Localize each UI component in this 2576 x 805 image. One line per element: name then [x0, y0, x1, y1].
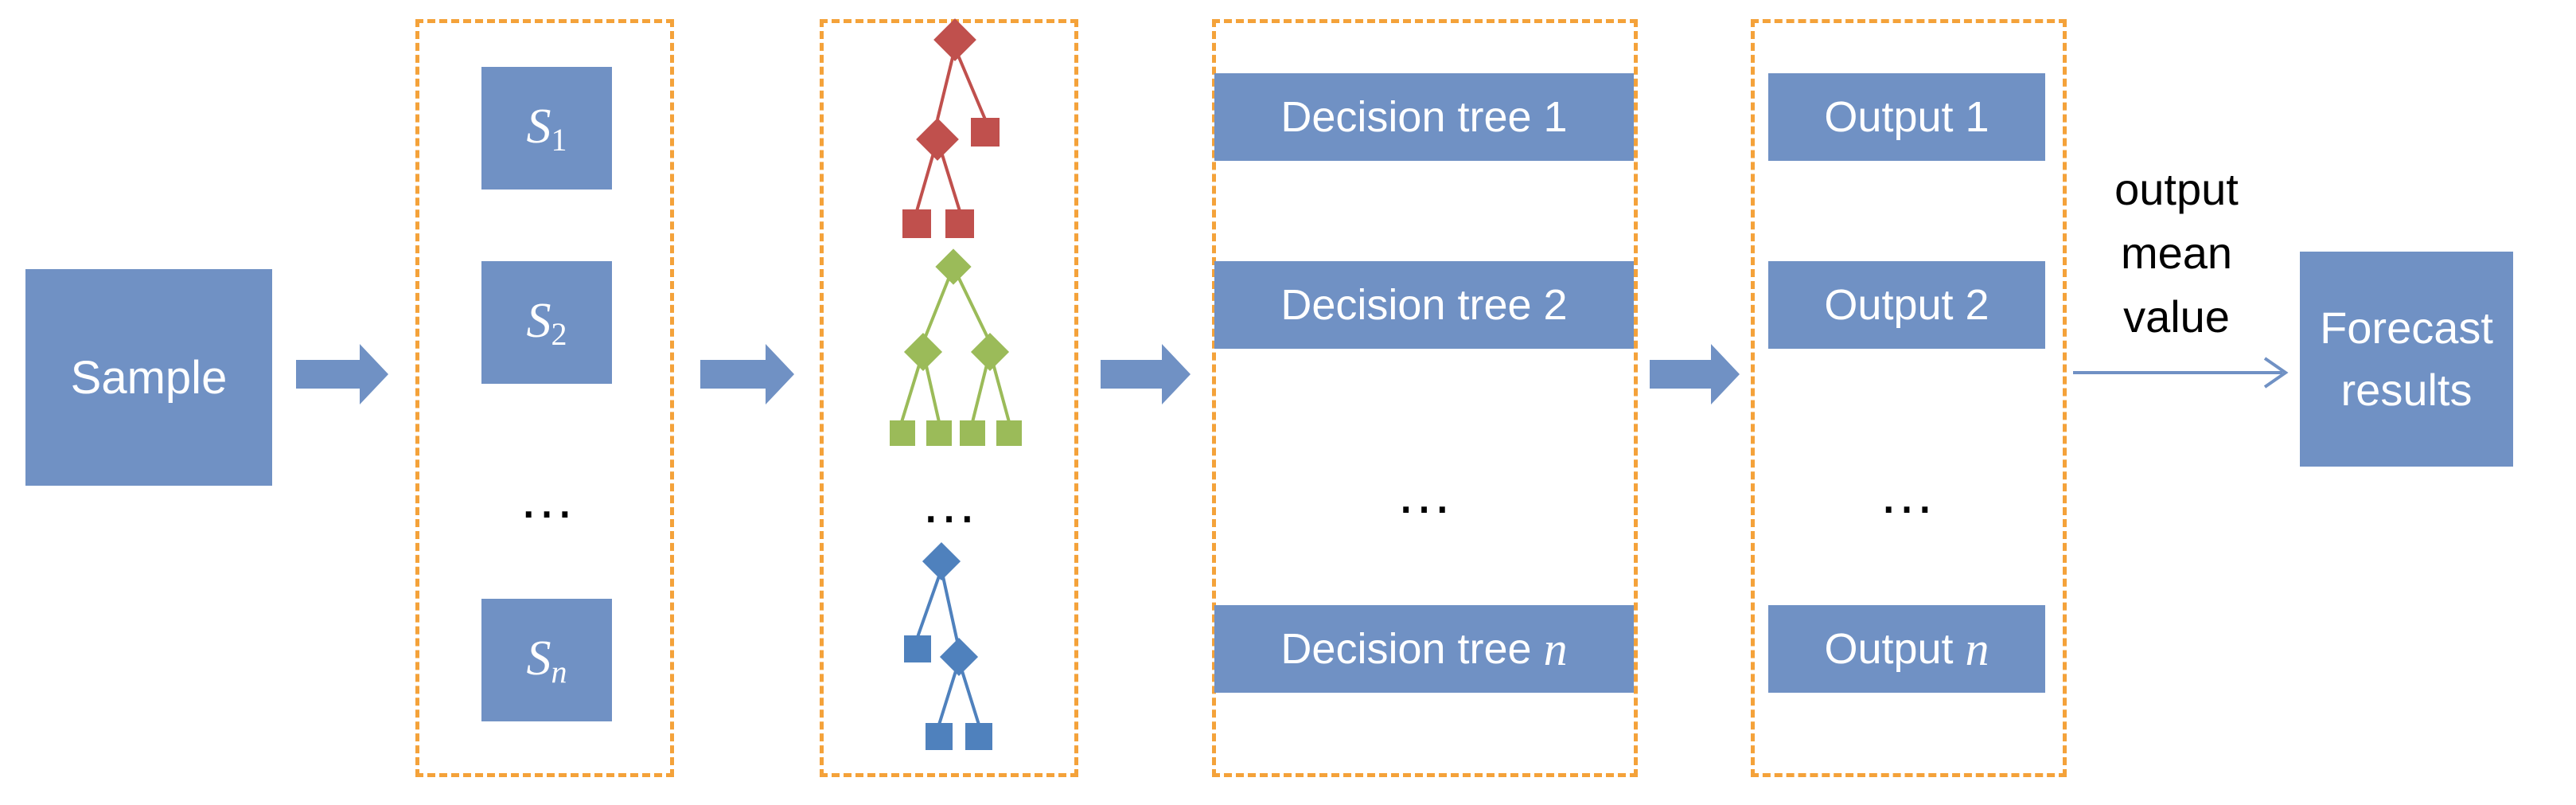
- subset-box-n: Sn: [481, 599, 612, 721]
- forecast-line-2: results: [2340, 365, 2473, 415]
- output-box-n: Output n: [1768, 605, 2045, 693]
- subset-box-2: S2: [481, 261, 612, 384]
- decision-tree-box-2: Decision tree 2: [1214, 261, 1634, 349]
- subset-subscript: 1: [551, 121, 567, 158]
- decision-tree-box-n: Decision tree n: [1214, 605, 1634, 693]
- outputs-group: [1751, 19, 2067, 777]
- arrow-trees-to-decision: [1101, 344, 1191, 404]
- decision-tree-label: Decision tree 2: [1280, 281, 1568, 329]
- output-label: Output 1: [1824, 93, 1989, 141]
- output-box-2: Output 2: [1768, 261, 2045, 349]
- subsets-group: [415, 19, 674, 777]
- output-label: Output 2: [1824, 281, 1989, 329]
- subsets-ellipsis: …: [518, 467, 575, 530]
- subset-subscript: 2: [551, 315, 567, 352]
- aggregation-line-2: mean: [2120, 228, 2233, 278]
- sample-label: Sample: [70, 351, 228, 404]
- forecast-line-1: Forecast: [2320, 303, 2493, 353]
- subset-box-1: S1: [481, 67, 612, 190]
- decision-tree-box-1: Decision tree 1: [1214, 73, 1634, 161]
- subset-symbol: S: [526, 293, 551, 348]
- subset-subscript: n: [551, 653, 567, 690]
- decision-trees-ellipsis: …: [1395, 462, 1453, 526]
- subset-symbol: S: [526, 99, 551, 154]
- tree-icons-ellipsis: …: [920, 471, 978, 535]
- decision-tree-label: Decision tree 1: [1280, 93, 1568, 141]
- aggregation-line-3: value: [2123, 291, 2230, 342]
- blue-tree-icon: [904, 541, 992, 750]
- decision-tree-label: Decision tree: [1280, 625, 1544, 673]
- arrow-mean-head: [2263, 357, 2289, 389]
- red-tree-icon: [902, 18, 1000, 238]
- subset-symbol: S: [526, 631, 551, 686]
- arrow-sample-to-subsets: [296, 344, 388, 404]
- arrow-subsets-to-trees: [700, 344, 794, 404]
- output-label: Output: [1824, 625, 1966, 673]
- decision-tree-var: n: [1543, 622, 1568, 675]
- arrow-decision-to-outputs: [1650, 344, 1740, 404]
- output-var: n: [1965, 622, 1989, 675]
- outputs-ellipsis: …: [1878, 462, 1935, 526]
- forecast-results-box: Forecast results: [2300, 252, 2513, 467]
- tree-icons-group: [820, 19, 1078, 777]
- aggregation-label: output mean value: [2069, 158, 2284, 349]
- decision-trees-group: [1212, 19, 1638, 777]
- output-box-1: Output 1: [1768, 73, 2045, 161]
- aggregation-line-1: output: [2114, 164, 2239, 214]
- sample-box: Sample: [25, 269, 272, 486]
- green-tree-icon: [890, 248, 1022, 446]
